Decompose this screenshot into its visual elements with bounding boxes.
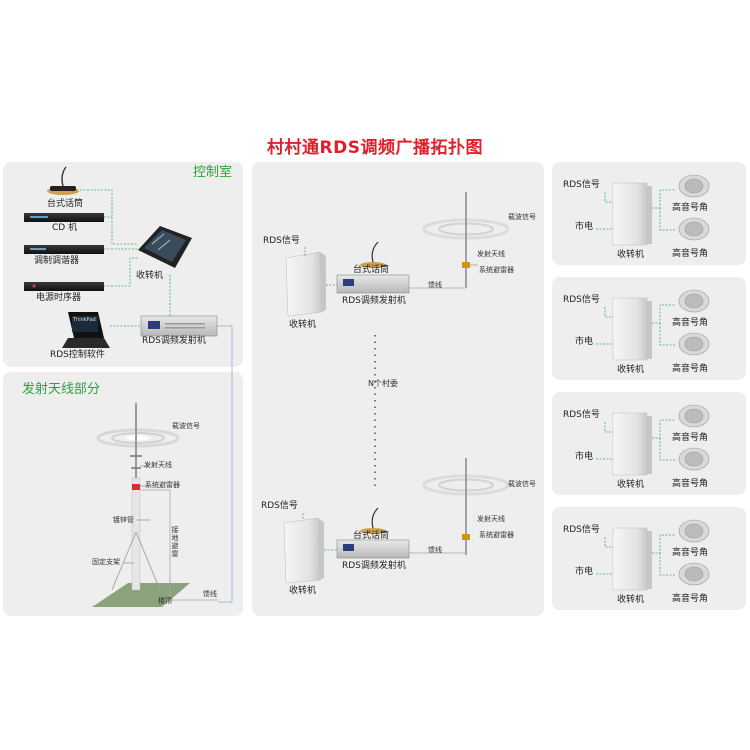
terminal-2-horn-b: 高音号角 — [672, 364, 709, 374]
terminal-3-power: 市电 — [575, 452, 594, 462]
antenna-drawing — [92, 403, 218, 607]
terminal-2-power: 市电 — [575, 337, 594, 347]
village-transmitter-bottom-icon — [336, 539, 410, 559]
label-village-bottom-mic: 台式话筒 — [353, 531, 390, 541]
terminal-4-power: 市电 — [575, 567, 594, 577]
label-village-count: N个村委 — [368, 379, 398, 388]
label-mic: 台式话筒 — [47, 199, 84, 209]
label-village-bottom-rds: RDS信号 — [261, 501, 298, 511]
antenna-panel — [3, 372, 243, 616]
terminal-2-horn-a: 高音号角 — [672, 318, 709, 328]
label-cd: CD 机 — [52, 223, 78, 233]
diagram-title: 村村通RDS调频广播拓扑图 — [267, 138, 483, 158]
label-antenna-carrier: 载波信号 — [172, 422, 200, 430]
label-village-bottom-feeder: 馈线 — [428, 546, 442, 554]
label-antenna-pipe: 镀锌管 — [113, 516, 134, 524]
village-top-drawing — [285, 192, 510, 317]
label-software: RDS控制软件 — [50, 350, 105, 360]
label-village-feeder: 馈线 — [428, 281, 442, 289]
terminal-4-drawing — [596, 519, 710, 591]
label-antenna-support: 固定支架 — [92, 558, 120, 566]
label-modulator: 调制调谐器 — [34, 256, 80, 266]
terminal-2-drawing — [596, 289, 710, 361]
label-village-rds: RDS信号 — [263, 236, 300, 246]
terminal-3-rds: RDS信号 — [563, 410, 600, 420]
label-sequencer: 电源时序器 — [36, 293, 82, 303]
terminal-1-rds: RDS信号 — [563, 180, 600, 190]
terminal-2-rds: RDS信号 — [563, 295, 600, 305]
label-village-transmitter: RDS调频发射机 — [342, 296, 406, 306]
sequencer-icon — [24, 282, 104, 291]
terminal-1-horn-a: 高音号角 — [672, 203, 709, 213]
terminal-3-horn-b: 高音号角 — [672, 479, 709, 489]
label-receiver: 收转机 — [136, 271, 164, 281]
label-antenna-roof: 楼顶 — [158, 597, 172, 605]
village-receiver-bottom-icon — [283, 517, 321, 584]
control-room-drawing — [24, 166, 233, 603]
terminal-1-power: 市电 — [575, 222, 594, 232]
label-village-bottom-receiver: 收转机 — [289, 586, 317, 596]
label-antenna-antenna: 发射天线 — [144, 461, 172, 469]
label-village-bottom-carrier: 载波信号 — [508, 480, 536, 488]
laptop-icon — [62, 312, 110, 348]
section-control-room: 控制室 — [193, 165, 233, 180]
terminal-3-receiver: 收转机 — [617, 480, 645, 490]
laptop-brand: ThinkPad — [73, 317, 96, 323]
label-antenna-arrester: 系统避雷器 — [145, 481, 180, 489]
terminal-1-drawing — [596, 174, 710, 246]
terminal-3-horn-a: 高音号角 — [672, 433, 709, 443]
label-antenna-ground: 接地避雷 — [171, 526, 179, 558]
village-transmitter-icon — [336, 274, 410, 294]
village-bottom-drawing — [283, 458, 510, 584]
label-control-transmitter: RDS调频发射机 — [142, 336, 206, 346]
terminal-4-horn-b: 高音号角 — [672, 594, 709, 604]
label-village-bottom-arrester: 系统避雷器 — [479, 531, 514, 539]
terminal-4-rds: RDS信号 — [563, 525, 600, 535]
label-village-antenna: 发射天线 — [477, 250, 505, 258]
terminal-2-receiver: 收转机 — [617, 365, 645, 375]
label-village-mic: 台式话筒 — [353, 265, 390, 275]
roof-ground-icon — [92, 583, 190, 607]
terminal-3-drawing — [596, 404, 710, 476]
terminal-4-receiver: 收转机 — [617, 595, 645, 605]
section-antenna: 发射天线部分 — [22, 382, 101, 397]
cd-player-icon — [24, 213, 104, 222]
pole-icon — [131, 477, 141, 591]
label-village-arrester: 系统避雷器 — [479, 266, 514, 274]
label-village-bottom-antenna: 发射天线 — [477, 515, 505, 523]
terminal-4-horn-a: 高音号角 — [672, 548, 709, 558]
terminal-1-receiver: 收转机 — [617, 250, 645, 260]
label-village-bottom-transmitter: RDS调频发射机 — [342, 561, 406, 571]
label-antenna-feeder: 馈线 — [203, 590, 217, 598]
mixer-icon — [138, 226, 192, 268]
label-village-carrier: 载波信号 — [508, 213, 536, 221]
label-village-receiver: 收转机 — [289, 320, 317, 330]
desk-mic-icon — [47, 166, 79, 195]
modulator-icon — [24, 245, 104, 254]
village-receiver-icon — [285, 251, 323, 317]
terminal-1-horn-b: 高音号角 — [672, 249, 709, 259]
